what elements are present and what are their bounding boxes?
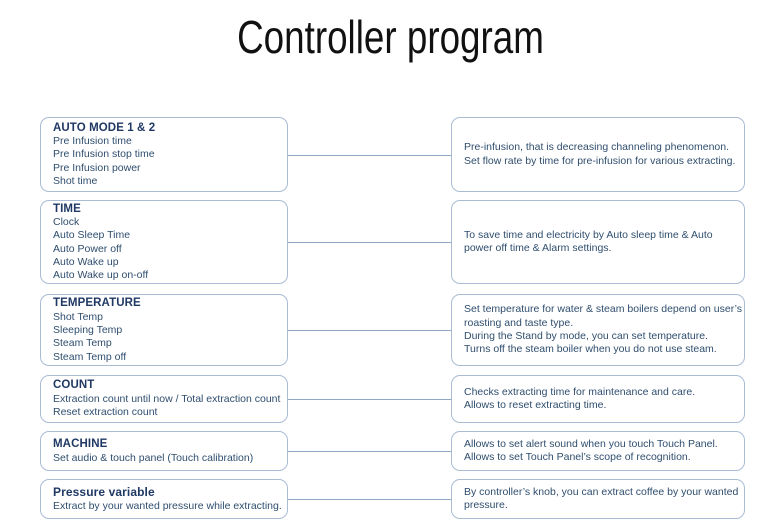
connector-line-machine (288, 451, 451, 452)
menu-node-title-pressure-variable: Pressure variable (53, 485, 155, 500)
connector-line-temperature (288, 330, 451, 331)
description-line: Pre-infusion, that is decreasing channel… (464, 141, 730, 154)
connector-line-auto-mode (288, 155, 451, 156)
description-box-auto-mode: Pre-infusion, that is decreasing channel… (451, 117, 745, 192)
description-box-pressure-variable: By controller’s knob, you can extract co… (451, 479, 745, 519)
menu-node-item[interactable]: Steam Temp (53, 337, 112, 350)
description-line: Checks extracting time for maintenance a… (464, 385, 696, 398)
connector-line-pressure-variable (288, 499, 451, 500)
menu-node-title-machine: MACHINE (53, 438, 108, 451)
description-box-time: To save time and electricity by Auto sle… (451, 200, 745, 284)
description-line: Allows to set alert sound when you touch… (464, 437, 718, 450)
menu-node-item[interactable]: Reset extraction count (53, 406, 158, 419)
menu-node-title-temperature: TEMPERATURE (53, 297, 141, 310)
menu-node-item[interactable]: Shot Temp (53, 310, 104, 323)
description-line: power off time & Alarm settings. (464, 242, 612, 254)
menu-node-title-count: COUNT (53, 379, 95, 392)
menu-node-item[interactable]: Auto Power off (53, 242, 122, 255)
description-box-temperature: Set temperature for water & steam boiler… (451, 294, 745, 366)
menu-node-item[interactable]: Shot time (53, 175, 98, 188)
description-line: Set temperature for water & steam boiler… (464, 303, 743, 316)
description-line: During the Stand by mode, you can set te… (464, 330, 708, 342)
connector-line-count (288, 399, 451, 400)
menu-node-item[interactable]: Extract by your wanted pressure while ex… (53, 499, 282, 512)
menu-node-item[interactable]: Auto Wake up on-off (53, 269, 149, 282)
description-line: roasting and taste type. (464, 316, 574, 329)
menu-node-title-auto-mode: AUTO MODE 1 & 2 (53, 121, 156, 134)
menu-node-item[interactable]: Pre Infusion time (53, 135, 132, 148)
description-line: By controller’s knob, you can extract co… (464, 485, 739, 498)
description-box-machine: Allows to set alert sound when you touch… (451, 431, 745, 471)
menu-node-item[interactable]: Sleeping Temp (53, 323, 123, 336)
description-line: To save time and electricity by Auto sle… (464, 228, 713, 241)
menu-node-item[interactable]: Auto Sleep Time (53, 229, 131, 242)
description-box-count: Checks extracting time for maintenance a… (451, 375, 745, 423)
menu-node-item[interactable]: Pre Infusion stop time (53, 148, 155, 161)
menu-node-item[interactable]: Extraction count until now / Total extra… (53, 392, 281, 405)
connector-line-time (288, 242, 451, 243)
page-title: Controller program (237, 11, 544, 63)
description-line: pressure. (464, 499, 508, 511)
description-line: Set flow rate by time for pre-infusion f… (464, 154, 736, 167)
menu-node-item[interactable]: Set audio & touch panel (Touch calibrati… (53, 451, 254, 464)
description-line: Allows to reset extracting time. (464, 399, 607, 411)
description-line: Turns off the steam boiler when you do n… (464, 343, 717, 356)
description-line: Allows to set Touch Panel’s scope of rec… (464, 451, 691, 463)
menu-node-item[interactable]: Steam Temp off (53, 350, 127, 363)
menu-node-title-time: TIME (53, 202, 81, 215)
menu-node-item[interactable]: Pre Infusion power (53, 161, 141, 174)
menu-node-item[interactable]: Clock (53, 216, 80, 228)
menu-node-item[interactable]: Auto Wake up (53, 255, 119, 268)
